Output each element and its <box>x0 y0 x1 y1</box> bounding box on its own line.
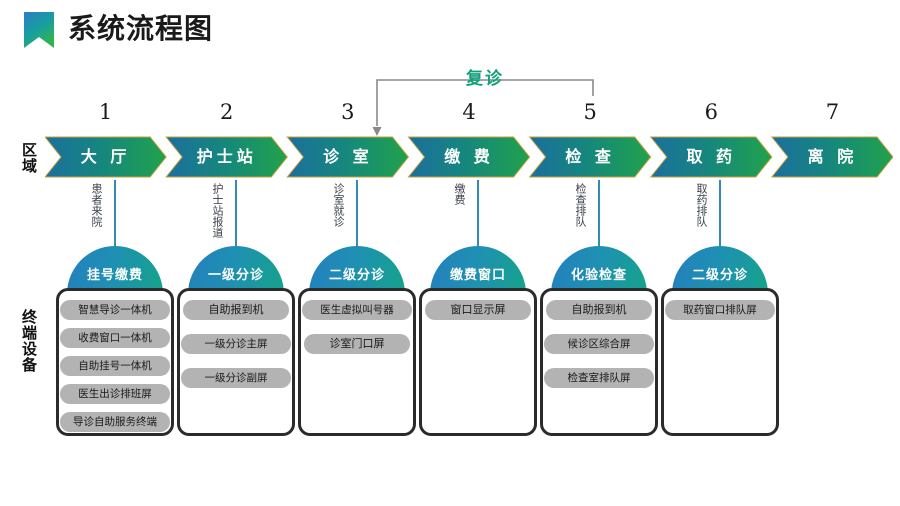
chevron-1[interactable] <box>45 136 167 178</box>
device-pill[interactable]: 一级分诊主屏 <box>181 334 291 354</box>
step-number-2: 2 <box>220 100 234 124</box>
page-title: 系统流程图 <box>68 12 214 45</box>
terminal-badge-2: 一级分诊 <box>188 246 284 294</box>
device-pill[interactable]: 诊室门口屏 <box>304 334 410 354</box>
terminal-badge-3: 二级分诊 <box>309 246 405 294</box>
terminal-badge-1: 挂号缴费 <box>67 246 163 294</box>
chevron-7[interactable] <box>770 136 893 178</box>
device-pill[interactable]: 候诊区综合屏 <box>544 334 654 354</box>
step-number-4: 4 <box>462 100 476 124</box>
flow-text-5: 检查排队 <box>574 183 587 227</box>
device-pill[interactable]: 导诊自助服务终端 <box>60 412 170 432</box>
terminal-badge-4: 缴费窗口 <box>430 246 526 294</box>
step-number-7: 7 <box>825 100 840 124</box>
chevron-5[interactable] <box>528 136 652 178</box>
terminal-card-4: 窗口显示屏 <box>419 288 537 436</box>
terminal-card-2: 自助报到机一级分诊主屏一级分诊副屏 <box>177 288 295 436</box>
device-pill[interactable]: 智慧导诊一体机 <box>60 300 170 320</box>
loop-bracket <box>372 79 594 136</box>
step-number-5: 5 <box>583 100 597 124</box>
chevron-2[interactable] <box>165 136 288 178</box>
row-label-device: 终端设备 <box>20 309 38 373</box>
step-number-1: 1 <box>98 100 113 124</box>
chevron-6[interactable] <box>649 136 773 178</box>
device-pill[interactable]: 一级分诊副屏 <box>181 368 291 388</box>
device-pill[interactable]: 自助报到机 <box>183 300 289 320</box>
flow-text-6: 取药排队 <box>695 183 708 227</box>
process-chevron-bar <box>45 136 893 178</box>
flow-text-2: 护士站报道 <box>211 183 224 238</box>
terminal-badge-5: 化验检查 <box>551 246 647 294</box>
device-pill[interactable]: 取药窗口排队屏 <box>665 300 775 320</box>
device-pill[interactable]: 医生出诊排班屏 <box>60 384 170 404</box>
step-number-6: 6 <box>704 100 718 124</box>
terminal-card-6: 取药窗口排队屏 <box>661 288 779 436</box>
device-pill[interactable]: 收费窗口一体机 <box>60 328 170 348</box>
device-pill[interactable]: 医生虚拟叫号器 <box>302 300 412 320</box>
header: 系统流程图 <box>0 0 900 60</box>
terminal-card-3: 医生虚拟叫号器诊室门口屏 <box>298 288 416 436</box>
flow-text-4: 缴费 <box>453 183 466 205</box>
chevron-3[interactable] <box>286 136 410 178</box>
bookmark-logo-icon <box>24 12 54 48</box>
device-pill[interactable]: 窗口显示屏 <box>425 300 531 320</box>
loop-label: 复诊 <box>466 69 504 89</box>
flow-text-1: 患者来院 <box>90 183 103 227</box>
terminal-card-1: 智慧导诊一体机收费窗口一体机自助挂号一体机医生出诊排班屏导诊自助服务终端 <box>56 288 174 436</box>
device-pill[interactable]: 检查室排队屏 <box>544 368 654 388</box>
terminal-card-5: 自助报到机候诊区综合屏检查室排队屏 <box>540 288 658 436</box>
terminal-badge-6: 二级分诊 <box>672 246 768 294</box>
device-pill[interactable]: 自助挂号一体机 <box>60 356 170 376</box>
step-number-3: 3 <box>341 100 355 124</box>
device-pill[interactable]: 自助报到机 <box>546 300 652 320</box>
row-label-area: 区域 <box>20 142 38 174</box>
flow-text-3: 诊室就诊 <box>332 183 345 227</box>
chevron-4[interactable] <box>407 136 531 178</box>
